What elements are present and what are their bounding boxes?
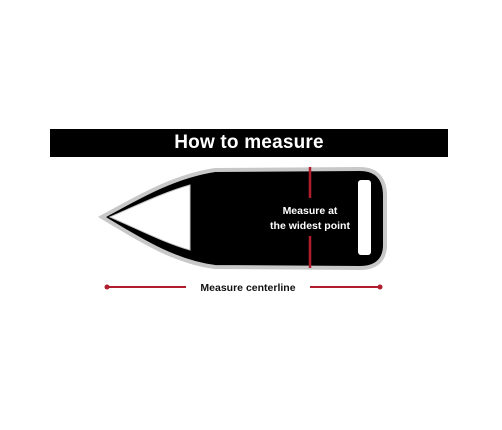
widest-point-label-line2: the widest point [270,220,350,232]
stern-panel [358,180,371,255]
widest-point-label-line1: Measure at [283,205,338,217]
page-title: How to measure [174,132,324,153]
boat-bow [108,184,191,251]
title-banner: How to measure [50,129,448,157]
centerline-label: Measure centerline [200,282,295,294]
centerline-right-end [377,284,383,290]
centerline-left-end [104,284,110,290]
